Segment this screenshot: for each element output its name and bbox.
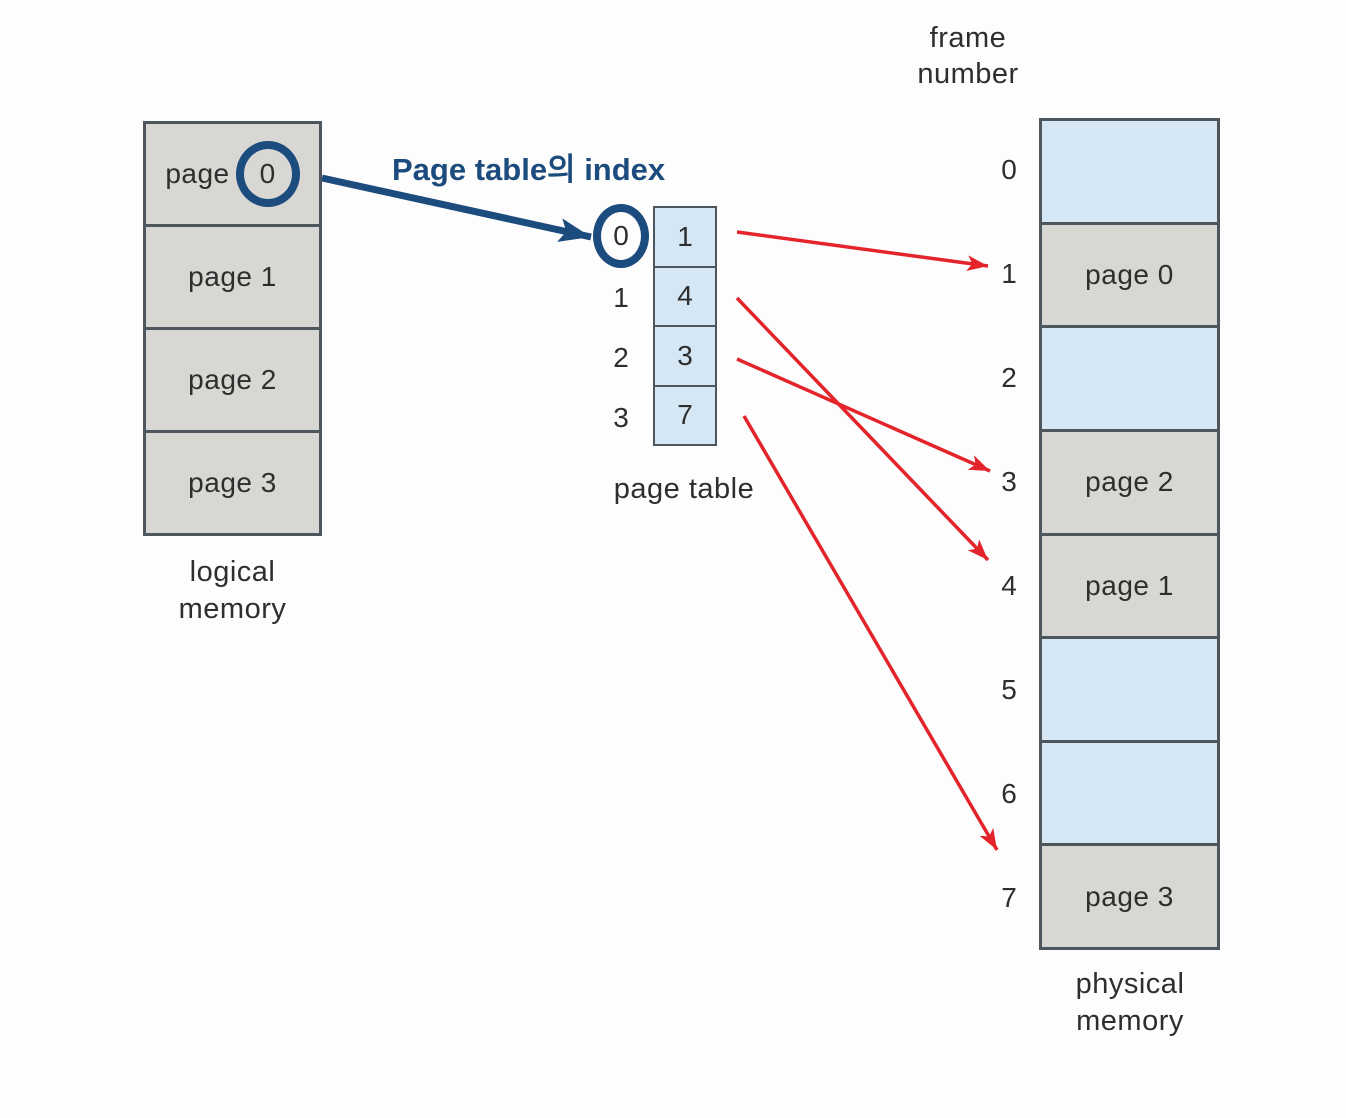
logical-cell-page3: page 3: [146, 430, 319, 533]
frame-number-2: 2: [1001, 362, 1017, 393]
physical-frame-1: page 0: [1042, 221, 1217, 326]
logical-page0-digit: 0: [259, 158, 276, 189]
page-table-cell-1: 4: [655, 265, 715, 325]
frame-number-column: 0 1 2 3 4 5 6 7: [987, 118, 1031, 950]
physical-frame-4: page 1: [1042, 532, 1217, 637]
logical-cell-page1: page 1: [146, 224, 319, 327]
physical-memory-column: page 0 page 2 page 1 page 3: [1039, 118, 1220, 950]
page-table-index-3: 3: [613, 402, 629, 433]
page-table-cell-2: 3: [655, 325, 715, 385]
physical-frame-5: [1042, 636, 1217, 740]
frame-number-7: 7: [1001, 882, 1017, 913]
frame-number-0: 0: [1001, 154, 1017, 185]
frame-number-heading: frame number: [917, 22, 1019, 90]
page-table-index-annotation: Page table의 index: [392, 152, 666, 187]
frame-number-5: 5: [1001, 674, 1017, 705]
logical-cell-page0: page 0: [146, 124, 319, 224]
page-table-index-0: 0: [613, 220, 629, 251]
index0-circle-highlight: 0: [593, 204, 649, 268]
page-table-index-2: 2: [613, 342, 629, 373]
physical-memory-label: physical memory: [1075, 968, 1185, 1037]
red-arrow-entry1-frame4: [735, 296, 990, 562]
logical-cell-page2: page 2: [146, 327, 319, 430]
frame-number-6: 6: [1001, 778, 1017, 809]
page-table-label: page table: [613, 473, 755, 505]
physical-frame-0: [1042, 121, 1217, 222]
logical-memory-column: page 0 page 1 page 2 page 3: [143, 121, 322, 536]
page-table-index-column: 0 1 2 3: [592, 204, 650, 448]
frame-number-1: 1: [1001, 258, 1017, 289]
page-table-cell-0: 1: [655, 208, 715, 266]
red-arrow-entry0-frame1: [736, 230, 989, 271]
logical-page0-prefix: page: [165, 158, 230, 189]
frame-number-4: 4: [1001, 570, 1017, 601]
physical-frame-3: page 2: [1042, 428, 1217, 533]
page-table-value-column: 1 4 3 7: [653, 206, 717, 446]
frame-number-3: 3: [1001, 466, 1017, 497]
red-arrow-entry2-frame3: [736, 357, 991, 473]
physical-frame-6: [1042, 739, 1217, 844]
page0-circle-highlight: 0: [235, 141, 300, 207]
physical-frame-2: [1042, 325, 1217, 429]
page-table-index-1: 1: [613, 282, 629, 313]
page-table-index-0-row: 0: [592, 204, 650, 268]
page-table-cell-3: 7: [655, 384, 715, 444]
physical-frame-7: page 3: [1042, 843, 1217, 947]
logical-memory-label: logical memory: [178, 556, 287, 625]
